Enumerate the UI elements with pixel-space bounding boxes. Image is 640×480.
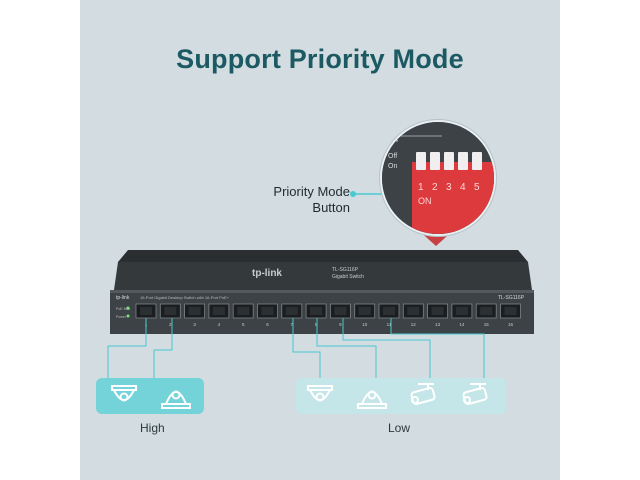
rj45-port-jack	[358, 307, 371, 315]
port-number-7: 7	[291, 322, 294, 327]
port-number-11: 11	[387, 322, 392, 327]
line-port-1	[107, 318, 147, 378]
port-number-14: 14	[459, 322, 465, 327]
rj45-port-jack	[480, 307, 493, 315]
dip-on-label: On	[388, 163, 397, 170]
line-port-2	[153, 318, 173, 378]
dip-lever-2	[430, 152, 440, 170]
dome-camera-icon	[357, 390, 387, 409]
rj45-port-jack	[140, 307, 152, 315]
front-description: 16-Port Gigabit Desktop Switch with 16-P…	[140, 295, 230, 300]
dip-off-label: Off	[388, 153, 397, 160]
dip-lever-1	[416, 152, 426, 170]
port-number-9: 9	[339, 322, 342, 327]
connection-lines	[107, 318, 485, 378]
dome-camera-icon	[111, 385, 137, 402]
port-number-6: 6	[266, 322, 269, 327]
network-switch: tp-link TL-SG116P Gigabit Switch tp-link…	[107, 250, 534, 378]
callout-line-1: Priority Mode	[273, 184, 350, 199]
front-brand: tp-link	[116, 295, 130, 301]
dip-number-5: 5	[474, 182, 480, 193]
port-number-4: 4	[218, 322, 221, 327]
rj45-port-jack	[334, 307, 347, 315]
dome-camera-icon	[307, 385, 333, 402]
rj45-port-jack	[407, 307, 420, 315]
rj45-port-jack	[310, 307, 323, 315]
front-model: TL-SG116P	[498, 295, 525, 301]
port-number-3: 3	[193, 322, 196, 327]
dip-switch-zoom: 1-4 Off On 1 2 3 4 5 ON	[380, 120, 496, 236]
low-priority-label: Low	[388, 421, 411, 435]
switch-top	[114, 262, 532, 290]
switch-model-sub: Gigabit Switch	[332, 274, 364, 280]
port-number-12: 12	[411, 322, 417, 327]
port-number-2: 2	[169, 322, 172, 327]
line-port-7	[292, 318, 321, 378]
rj45-port-jack	[504, 307, 517, 315]
dip-number-3: 3	[446, 182, 452, 193]
headline: Support Priority Mode	[176, 44, 464, 74]
dip-number-4: 4	[460, 182, 466, 193]
rj45-port-jack	[285, 307, 298, 315]
bullet-camera-icon	[410, 383, 436, 405]
dip-lever-5	[472, 152, 482, 170]
dip-lever-3	[444, 152, 454, 170]
dip-number-2: 2	[432, 182, 438, 193]
dip-switch-art: 1-4 Off On 1 2 3 4 5 ON	[382, 122, 494, 234]
port-number-13: 13	[435, 322, 441, 327]
product-panel: Support Priority Mode Priority Mode Butt…	[80, 0, 560, 480]
rj45-port-jack	[383, 307, 395, 315]
rj45-port-jack	[212, 307, 225, 315]
led-label-poe-max: PoE Max	[116, 307, 130, 311]
rj45-port-jack	[188, 307, 201, 315]
callout-dot	[350, 191, 356, 197]
led-power	[126, 314, 130, 318]
port-number-5: 5	[242, 322, 245, 327]
dip-number-1: 1	[418, 182, 424, 193]
switch-model-top: TL-SG116P	[332, 267, 359, 273]
dip-lever-4	[458, 152, 468, 170]
bullet-camera-icon	[462, 383, 488, 405]
rj45-port-jack	[455, 307, 468, 315]
line-port-11	[390, 318, 485, 378]
dip-on-text: ON	[418, 196, 432, 206]
rj45-port-jack	[261, 307, 274, 315]
line-port-8	[316, 318, 377, 378]
port-number-16: 16	[508, 322, 514, 327]
rj45-port-jack	[237, 307, 250, 315]
port-number-10: 10	[362, 322, 368, 327]
high-priority-label: High	[140, 421, 165, 435]
dip-switch-body	[412, 162, 494, 234]
callout-line-2: Button	[312, 200, 350, 215]
switch-brand-logo: tp-link	[252, 268, 282, 279]
dip-range-label: 1-4	[388, 137, 398, 144]
priority-mode-callout: Priority Mode Button	[250, 184, 350, 216]
port-number-8: 8	[315, 322, 318, 327]
port-row	[135, 303, 521, 319]
line-port-9	[342, 318, 431, 378]
rj45-port-jack	[431, 307, 444, 315]
port-number-15: 15	[484, 322, 490, 327]
led-poe	[126, 306, 130, 310]
dome-camera-icon	[161, 390, 191, 409]
rj45-port-jack	[164, 307, 177, 315]
led-label-power: Power	[116, 315, 127, 319]
